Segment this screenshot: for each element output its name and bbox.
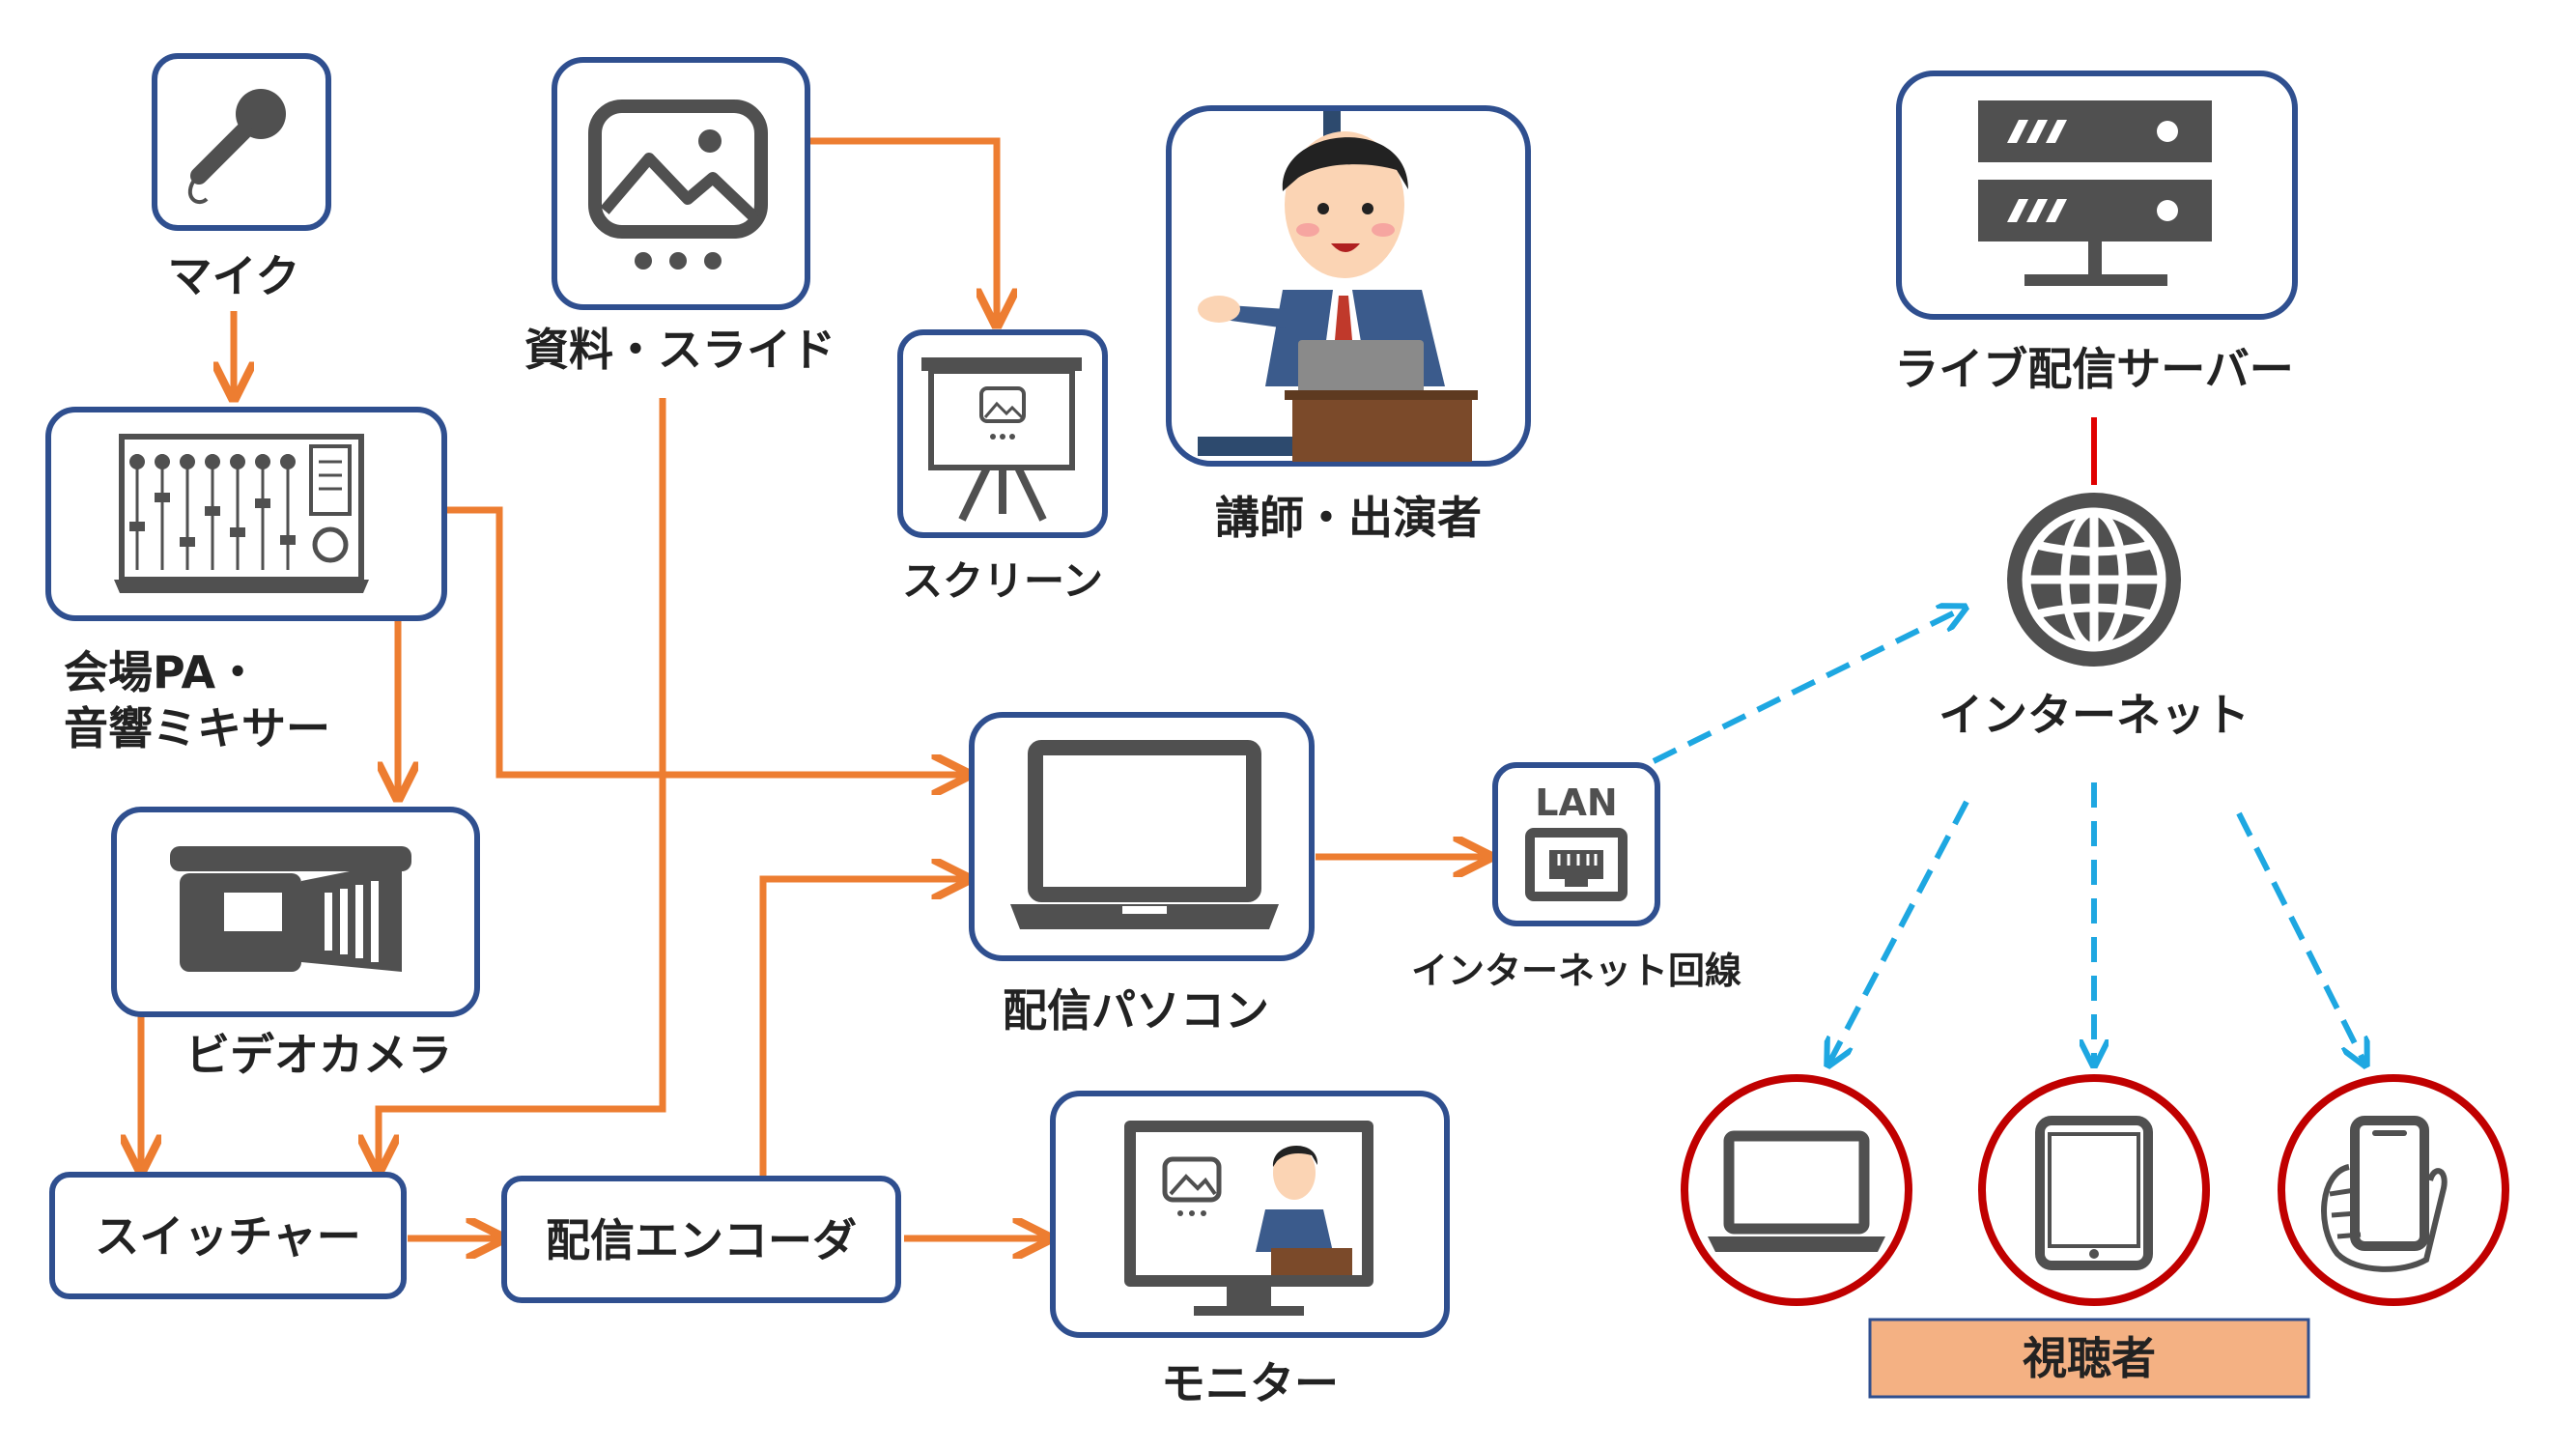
viewer-laptop: [1681, 1074, 1912, 1306]
viewer-phone-circle: [2278, 1074, 2509, 1306]
laptop-icon: [1708, 1130, 1885, 1252]
materials-label: 資料・スライド: [524, 324, 835, 376]
streaming-pc-label: 配信パソコン: [1003, 984, 1269, 1037]
lan-label: LAN: [1535, 781, 1617, 824]
viewers-label: 視聴者: [2023, 1332, 2156, 1384]
screen-node: スクリーン: [897, 329, 1108, 605]
tablet-icon: [2035, 1116, 2153, 1270]
monitor-label: モニター: [1161, 1357, 1339, 1409]
mixer-box: [45, 407, 447, 621]
speaker-label: 講師・出演者: [1215, 492, 1482, 544]
microphone-label: マイク: [167, 250, 299, 302]
viewer-tablet: [1978, 1074, 2210, 1306]
mixer-node: 会場PA・ 音響ミキサー: [45, 407, 447, 754]
materials-node: 資料・スライド: [524, 57, 835, 376]
switcher-label: スイッチャー: [95, 1210, 361, 1263]
arrow-mixer-to-pc: [446, 506, 964, 775]
speaker-node: 講師・出演者: [1166, 105, 1531, 544]
encoder-node: 配信エンコーダ: [501, 1176, 901, 1303]
flow-connectors: [141, 137, 1486, 1238]
arrow-slides-to-screen: [807, 137, 997, 321]
microphone-node: マイク: [152, 53, 331, 302]
switcher-box: [49, 1172, 407, 1299]
smartphone-icon: [2321, 1116, 2448, 1272]
streaming-pc-node: 配信パソコン: [969, 712, 1315, 1037]
arrow-lan-to-internet: [1652, 609, 1963, 764]
live-server-label: ライブ配信サーバー: [1894, 343, 2294, 395]
encoder-box: [501, 1176, 901, 1303]
viewers-bar-background: [1868, 1318, 2310, 1399]
speaker-illustration: [1198, 111, 1478, 462]
video-camera-node: ビデオカメラ: [111, 807, 480, 1081]
monitor-icon: [1124, 1121, 1373, 1316]
image-icon: [588, 99, 768, 270]
laptop-icon: [1010, 740, 1279, 929]
arrow-encoder-to-pc: [759, 879, 964, 1177]
video-camera-icon: [170, 846, 411, 972]
arrow-slides-to-switcher: [379, 398, 666, 1167]
encoder-label: 配信エンコーダ: [546, 1214, 857, 1266]
viewer-laptop-circle: [1681, 1074, 1912, 1306]
arrow-internet-to-laptop: [1829, 800, 1969, 1063]
internet-label: インターネット: [1939, 689, 2250, 741]
projection-screen-icon: [921, 357, 1082, 522]
screen-label: スクリーン: [902, 557, 1103, 605]
server-icon: [1978, 100, 2212, 286]
mixer-label-line1: 会場PA・: [64, 646, 260, 698]
video-camera-label: ビデオカメラ: [185, 1029, 452, 1081]
viewer-phone: [2278, 1074, 2509, 1306]
lan-box: [1492, 762, 1660, 926]
mixer-label-line2: 音響ミキサー: [64, 702, 330, 754]
lan-port-icon: [1525, 828, 1628, 901]
microphone-icon: [187, 89, 286, 205]
network-connectors: [1652, 609, 2364, 1063]
viewers-bar: 視聴者: [1868, 1318, 2310, 1399]
switcher-node: スイッチャー: [49, 1172, 407, 1299]
monitor-node: モニター: [1050, 1091, 1450, 1409]
internet-node: インターネット: [1939, 493, 2250, 741]
arrow-internet-to-phone: [2236, 811, 2364, 1063]
live-server-node: ライブ配信サーバー: [1894, 71, 2298, 395]
mixer-icon: [114, 434, 369, 593]
globe-icon: [2007, 493, 2181, 667]
internet-line-label: インターネット回線: [1411, 950, 1741, 992]
lan-node: LAN インターネット回線: [1411, 762, 1741, 992]
